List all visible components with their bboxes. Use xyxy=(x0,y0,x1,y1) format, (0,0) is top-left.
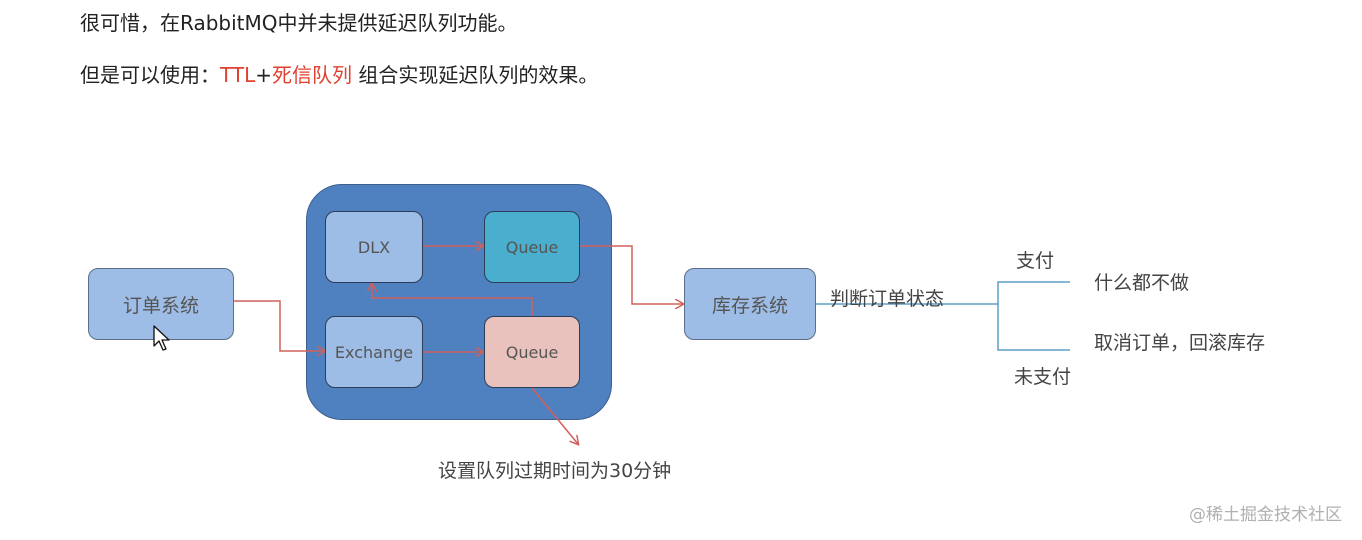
queue-to-dlx-arrow xyxy=(372,284,533,316)
order-system-box: 订单系统 xyxy=(88,268,234,340)
watermark: @稀土掘金技术社区 xyxy=(1189,505,1342,525)
exchange-label: Exchange xyxy=(334,342,414,362)
judge-order-status-label: 判断订单状态 xyxy=(830,288,945,310)
dead-letter-highlight: 死信队列 xyxy=(272,63,352,87)
cancel-rollback-label: 取消订单，回滚库存 xyxy=(1094,332,1266,354)
unpaid-label: 未支付 xyxy=(1014,366,1072,388)
solution-suffix: 组合实现延迟队列的效果。 xyxy=(352,63,599,87)
stock-system-box: 库存系统 xyxy=(684,268,816,340)
do-nothing-label: 什么都不做 xyxy=(1094,272,1190,294)
queue-to-stock-arrow xyxy=(580,245,683,304)
stock-system-label: 库存系统 xyxy=(711,294,788,317)
order-system-label: 订单系统 xyxy=(122,294,199,317)
dlx-label: DLX xyxy=(357,237,391,257)
mouse-cursor-icon xyxy=(153,325,170,351)
order-to-exchange-arrow xyxy=(234,300,325,351)
queue-expire-note: 设置队列过期时间为30分钟 xyxy=(438,460,672,482)
intro-sentence: 很可惜，在RabbitMQ中并未提供延迟队列功能。 xyxy=(80,11,518,35)
dead-letter-queue-label: Queue xyxy=(505,237,559,257)
exchange-box: Exchange xyxy=(325,316,423,388)
ttl-queue-box: Queue xyxy=(484,316,580,388)
queue-to-expire-arrow xyxy=(531,387,578,444)
paid-branch xyxy=(997,281,1070,351)
plus-sign: + xyxy=(255,63,272,87)
paid-label: 支付 xyxy=(1016,250,1055,272)
ttl-highlight: TTL xyxy=(220,63,256,87)
solution-prefix: 但是可以使用： xyxy=(80,63,220,87)
ttl-queue-label: Queue xyxy=(505,342,559,362)
solution-sentence: 但是可以使用：TTL+死信队列 组合实现延迟队列的效果。 xyxy=(80,60,598,90)
dead-letter-queue-box: Queue xyxy=(484,211,580,283)
dlx-box: DLX xyxy=(325,211,423,283)
